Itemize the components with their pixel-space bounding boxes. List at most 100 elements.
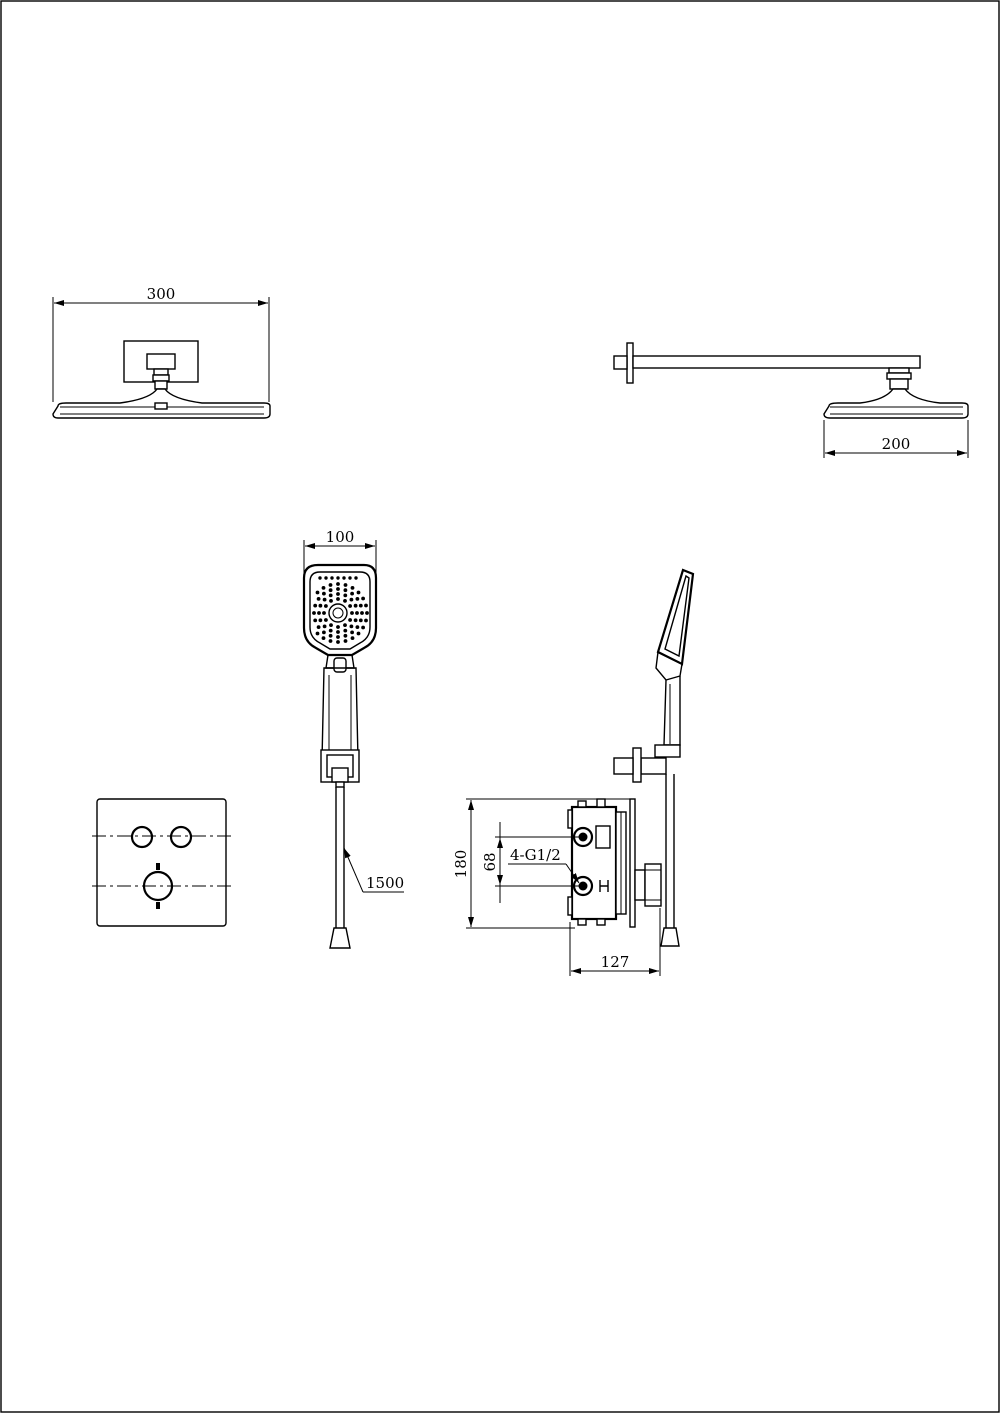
dimension-label-100: 100 [326,528,355,546]
inlet-port-lower [572,875,594,897]
spray-nozzle [365,611,369,615]
spray-nozzle [364,618,368,623]
spray-nozzle [343,583,348,587]
spray-nozzle [315,590,320,595]
dimension-label-300: 300 [147,285,176,303]
spray-nozzle [354,576,358,580]
spray-nozzle [356,590,361,595]
spray-nozzle [330,576,334,580]
concealed-valve-side-view: 180 68 4-G1/2 [452,798,662,976]
spray-nozzle [313,618,318,623]
control-plate-front-view [92,798,232,927]
spray-nozzle [336,592,340,596]
spray-nozzle [353,603,358,608]
dimension-label-200: 200 [882,435,911,453]
dimension-label-180: 180 [452,850,470,879]
spray-nozzle [329,599,333,603]
spray-nozzle [324,576,328,580]
hand-shower-front-view: 100 1500 [302,528,404,949]
hose-end-nut [329,927,351,949]
overhead-shower-front-view: 300 [52,285,271,419]
leader-line-1500 [343,847,364,893]
spray-nozzle [358,618,363,623]
spray-nozzle [312,611,316,615]
spray-nozzle [350,636,355,640]
hand-shower-head [302,563,378,657]
spray-nozzle [328,633,333,638]
spray-nozzle [328,583,333,587]
spray-nozzle [318,603,323,608]
side-wall-bracket [654,744,681,758]
spray-nozzle [358,603,363,608]
spray-nozzle [350,611,354,615]
spray-nozzle [328,628,333,633]
spray-nozzle [324,618,328,622]
spray-nozzle [336,597,340,601]
valve-body [570,805,618,921]
spray-nozzle [329,623,333,627]
spray-nozzle [336,576,340,580]
wall-flange [626,342,634,384]
diverter-button-right [169,825,193,849]
spray-nozzle [322,591,326,596]
spray-nozzle [350,591,354,596]
spray-nozzle [342,576,346,580]
spray-nozzle [318,576,322,580]
diverter-button-left [130,825,154,849]
spray-nozzle [355,625,360,629]
dimension-label-thread: 4-G1/2 [510,846,561,864]
spray-nozzle [348,576,352,580]
spray-nozzle [322,630,326,635]
spray-nozzle [343,593,348,598]
spray-nozzle [361,596,365,601]
spray-nozzle [322,597,327,602]
inlet-port-upper [572,826,594,848]
thermostatic-knob [142,870,174,902]
dimension-label-1500: 1500 [366,874,404,892]
arm-end [146,353,176,370]
spray-nozzle [328,639,333,643]
spray-nozzle [350,630,354,635]
spray-nozzle [343,639,348,643]
spray-nozzle [350,586,355,590]
overhead-shower-side-view: 200 [613,342,969,458]
spray-nozzle [324,604,328,608]
spray-nozzle [360,611,364,615]
spray-nozzle [356,631,361,636]
spray-nozzle [318,618,323,623]
spray-nozzle [343,599,347,603]
spray-nozzle [313,603,318,608]
spray-nozzle [349,597,354,602]
spray-nozzle [355,597,360,601]
hand-shower-handle [321,667,359,761]
spray-center-ring [328,603,348,623]
spray-nozzle [321,636,326,640]
spray-nozzle [361,625,365,630]
dimension-label-127: 127 [601,953,630,971]
spray-nozzle [348,618,352,622]
spray-nozzle [328,593,333,598]
spray-nozzle [336,640,340,644]
valve-cover-plate [629,798,636,928]
spray-nozzle [348,604,352,608]
spray-nozzle [336,582,340,586]
spray-nozzle [336,630,340,634]
spray-nozzle [322,624,327,629]
spray-nozzle [343,628,348,633]
spray-nozzle [336,635,340,639]
spray-nozzle [317,611,321,615]
spray-nozzle [343,588,348,593]
spray-nozzle [343,633,348,638]
spray-nozzle [349,624,354,629]
spray-nozzle [355,611,359,615]
spray-nozzle [353,618,358,623]
spray-nozzle [321,586,326,590]
spray-nozzle-pattern [312,576,369,644]
spray-nozzle [336,587,340,591]
spray-nozzle [316,597,321,601]
valve-side-knob [634,869,646,901]
dimension-label-68: 68 [481,852,499,871]
control-plate [96,798,227,927]
